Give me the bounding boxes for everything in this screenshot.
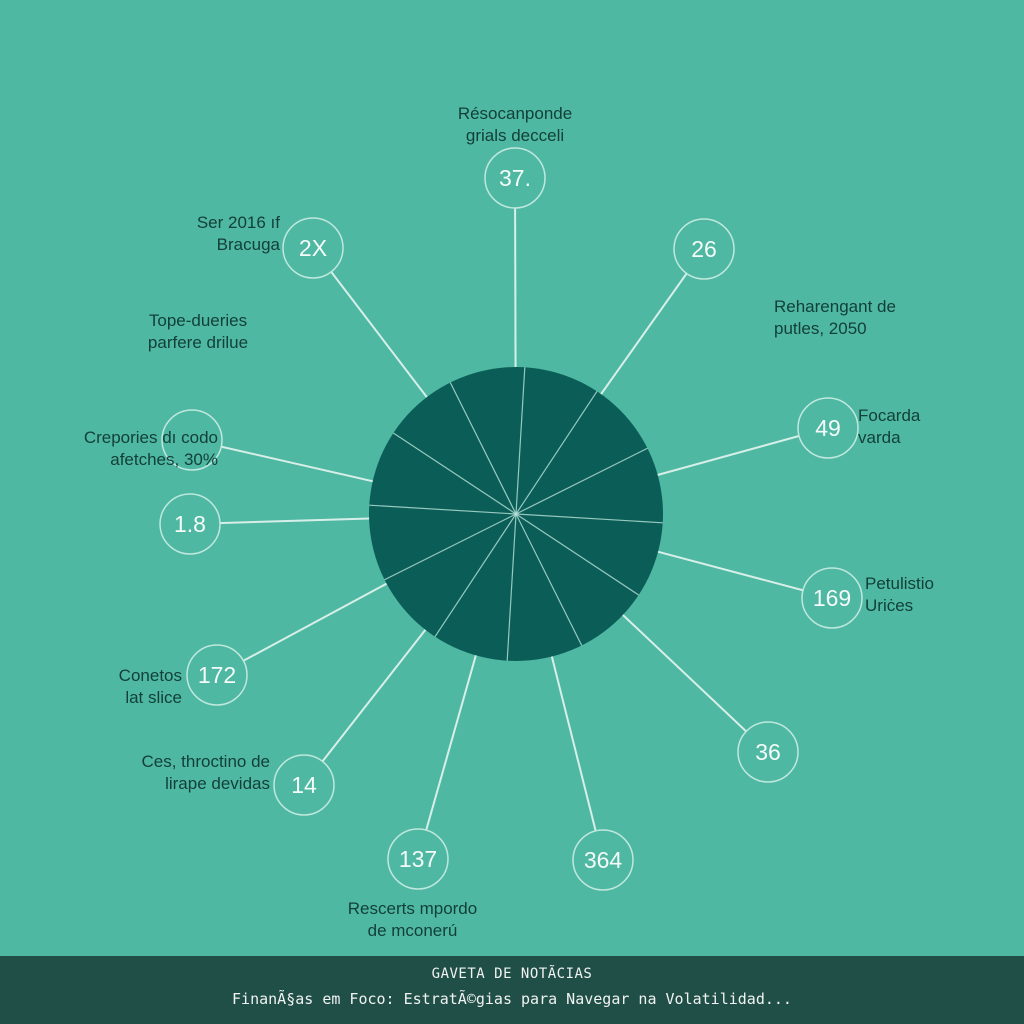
disc-spoke	[449, 382, 517, 515]
node-value-n14: 14	[291, 772, 317, 798]
node-value-n169: 169	[813, 585, 851, 611]
node-value-n18: 1.8	[174, 511, 206, 537]
node-value-n172: 172	[198, 662, 236, 688]
node-circle-n172	[186, 644, 248, 706]
node-circle-n49	[797, 397, 859, 459]
disc-spoke	[384, 513, 517, 581]
node-circle-n364	[572, 829, 634, 891]
node-circle-n30	[161, 409, 223, 471]
disc-spoke	[369, 504, 517, 515]
node-value-n364: 364	[584, 847, 623, 873]
node-circle-n2x	[282, 217, 344, 279]
node-circle-n137	[387, 828, 449, 890]
node-circle-n14	[273, 754, 335, 816]
radial-diagram: 37. 26 49 169 36 364 137 14 172 1.8 2X	[159, 147, 863, 891]
value-nodes: 37. 26 49 169 36 364 137 14 172 1.8 2X	[159, 147, 863, 891]
disc-spoke	[506, 513, 517, 661]
disc-spoke	[515, 391, 598, 515]
node-value-n137: 137	[399, 846, 437, 872]
disc-spoke	[515, 447, 648, 515]
node-value-n37: 37.	[499, 165, 531, 191]
node-value-n36: 36	[755, 739, 781, 765]
node-value-n26: 26	[691, 236, 717, 262]
node-value-n49: 49	[815, 415, 841, 441]
node-value-n2x: 2X	[299, 235, 327, 261]
news-ticker: GAVETA DE NOTÃ­CIAS FinanÃ§as em Foco: E…	[0, 956, 1024, 1024]
disc-spoke	[515, 513, 663, 524]
node-circle-n37	[484, 147, 546, 209]
ticker-title: GAVETA DE NOTÃ­CIAS	[431, 966, 593, 982]
node-circle-n36	[737, 721, 799, 783]
disc-spoke	[515, 513, 639, 596]
disc-spoke	[393, 432, 517, 515]
node-circle-n169	[801, 567, 863, 629]
disc-spoke	[515, 367, 526, 515]
disc-spokes	[369, 367, 663, 661]
node-circle-n26	[673, 218, 735, 280]
disc-spoke	[515, 513, 583, 646]
node-circle-n18	[159, 493, 221, 555]
disc-spoke	[434, 513, 517, 637]
ticker-headline: FinanÃ§as em Foco: EstratÃ©gias para Nav…	[232, 990, 792, 1008]
